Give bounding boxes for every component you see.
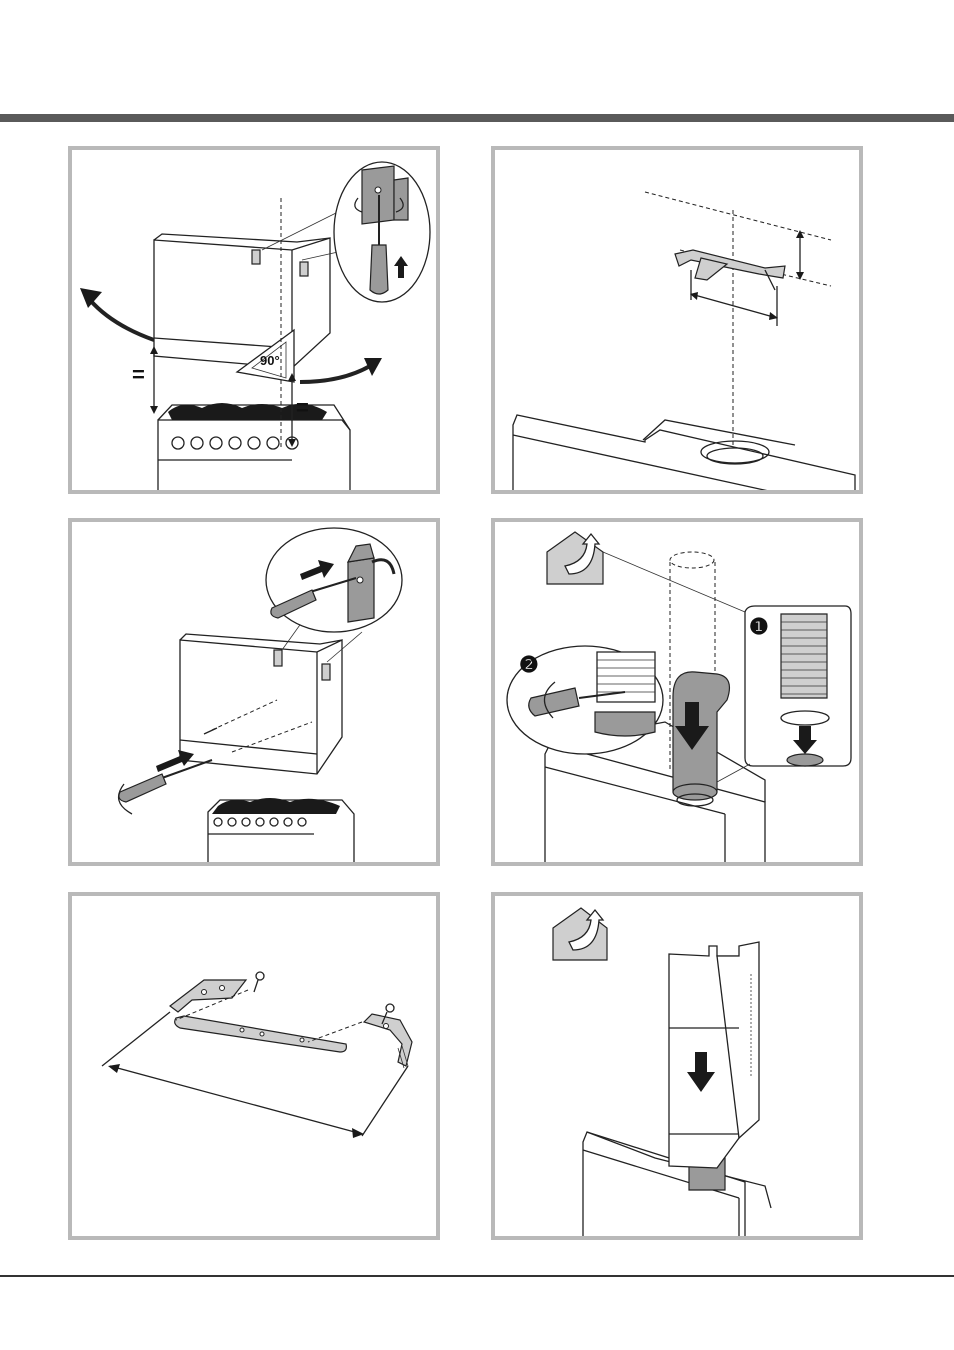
chimney-cover-illustration: [495, 896, 859, 1236]
bracket-right: [364, 1014, 412, 1068]
duct-connection-illustration: ❷ ❶: [495, 522, 859, 862]
panel-chimney-cover: [491, 892, 863, 1240]
detail-callout: [266, 528, 402, 632]
panel-hood-alignment: 90° = =: [68, 146, 440, 494]
equal-label-right: =: [296, 395, 309, 420]
flexible-duct-icon: [673, 672, 729, 806]
step-two-label: ❷: [519, 652, 539, 677]
footer-rule: [0, 1275, 954, 1277]
house-vent-icon: [553, 908, 607, 960]
crossbar: [175, 1016, 347, 1052]
hood-top: [513, 415, 855, 490]
house-vent-icon: [547, 532, 603, 584]
cooker: [158, 403, 350, 490]
hood-fixing-illustration: [72, 522, 436, 862]
hood-alignment-illustration: 90° = =: [72, 150, 436, 490]
step-one-label: ❶: [749, 614, 769, 639]
panel-duct-connection: ❷ ❶: [491, 518, 863, 866]
hood-body: [180, 634, 342, 774]
chimney-cover-icon: [669, 942, 759, 1168]
bracket-position-illustration: [495, 150, 859, 490]
panel-hood-fixing: [68, 518, 440, 866]
equal-label-left: =: [132, 362, 145, 387]
panel-bracket-assembly: [68, 892, 440, 1240]
bracket-assembly-illustration: [72, 896, 436, 1236]
bracket-icon: [348, 544, 374, 622]
hood-body: [154, 234, 330, 368]
cooker: [208, 798, 354, 862]
header-bar: [0, 114, 954, 122]
angle-label: 90°: [260, 353, 280, 368]
panel-bracket-position: [491, 146, 863, 494]
